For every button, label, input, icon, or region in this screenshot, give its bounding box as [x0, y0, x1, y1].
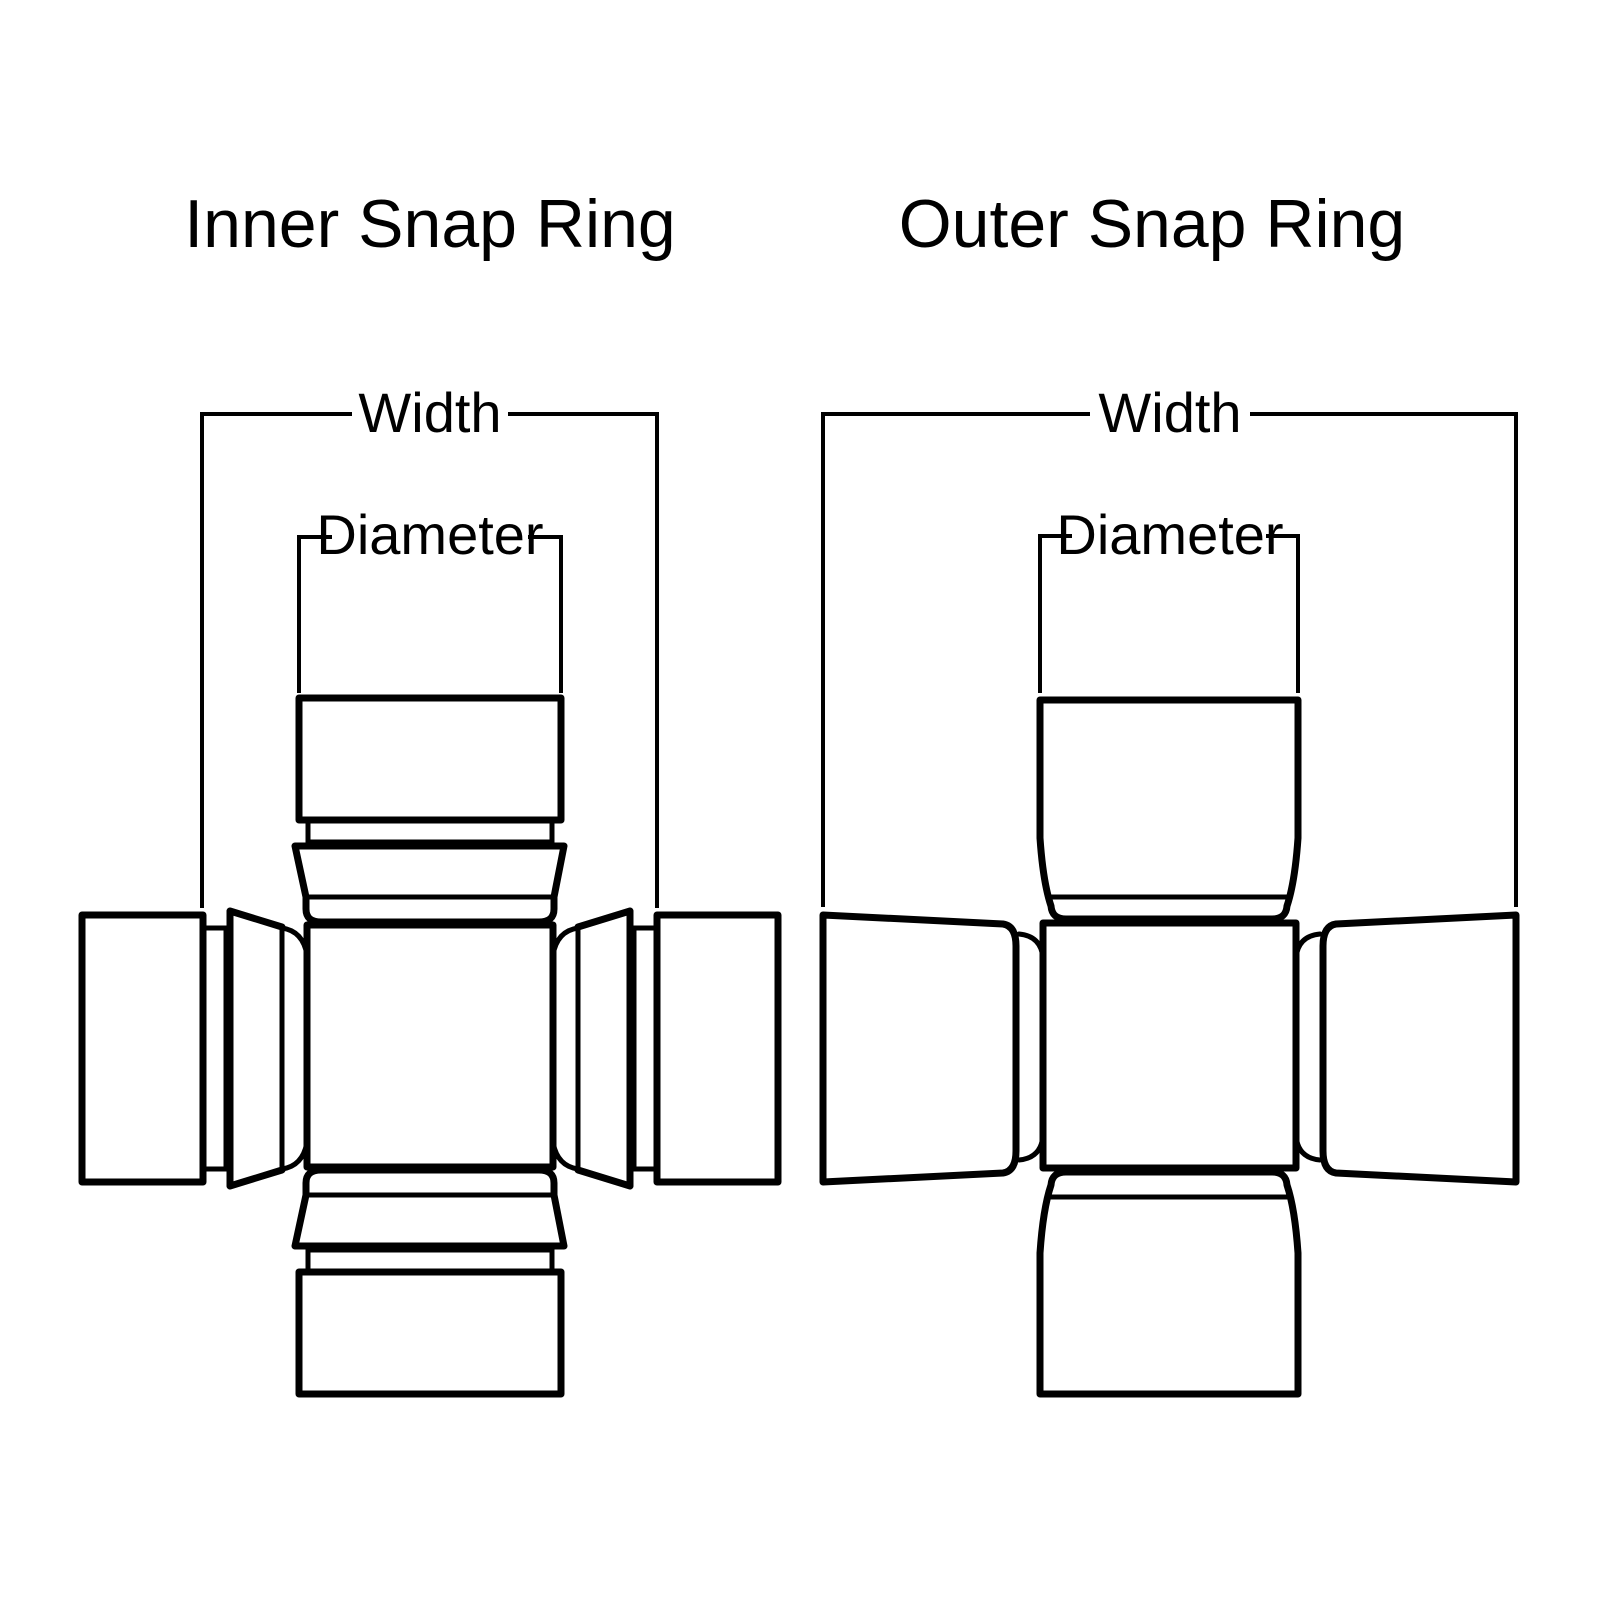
right-seal	[574, 907, 634, 1190]
bottom-seal	[291, 1166, 568, 1250]
diameter-bracket-left	[1038, 534, 1072, 693]
center-body	[303, 921, 557, 1171]
diameter-label: Diameter	[316, 503, 543, 566]
top-bearing-cap	[1036, 696, 1302, 923]
outer-snap-ring-diagram: Outer Snap Ring Width Diameter	[819, 186, 1520, 1398]
bottom-bearing-cap	[1036, 1168, 1302, 1398]
width-bracket-right	[1250, 412, 1518, 907]
top-snap-ring-groove	[305, 817, 555, 847]
diameter-bracket-left	[297, 535, 332, 693]
inner-snap-ring-diagram: Inner Snap Ring Width Diameter	[78, 186, 782, 1398]
right-snap-ring-groove	[629, 925, 660, 1172]
center-body-fillets	[1016, 931, 1323, 1163]
top-bearing-cap	[295, 694, 565, 824]
diameter-label: Diameter	[1056, 503, 1283, 566]
diameter-bracket-right	[528, 535, 563, 693]
right-bearing-cap	[653, 911, 782, 1186]
diameter-bracket-right	[1266, 534, 1300, 693]
top-seal	[291, 842, 568, 926]
center-body-fillets	[279, 925, 581, 1172]
width-bracket-left	[821, 412, 1090, 907]
right-bearing-cap	[1319, 911, 1520, 1186]
left-seal	[226, 907, 286, 1190]
width-bracket-left	[200, 412, 352, 908]
left-bearing-cap	[78, 911, 207, 1186]
bottom-bearing-cap	[295, 1268, 565, 1398]
center-body	[1039, 919, 1300, 1172]
left-snap-ring-groove	[200, 925, 231, 1172]
width-label: Width	[1098, 381, 1241, 444]
width-bracket-right	[508, 412, 659, 908]
inner-diagram-title: Inner Snap Ring	[184, 186, 675, 262]
left-bearing-cap	[819, 911, 1020, 1186]
bottom-snap-ring-groove	[305, 1245, 555, 1275]
outer-diagram-title: Outer Snap Ring	[899, 186, 1406, 262]
width-label: Width	[358, 381, 501, 444]
